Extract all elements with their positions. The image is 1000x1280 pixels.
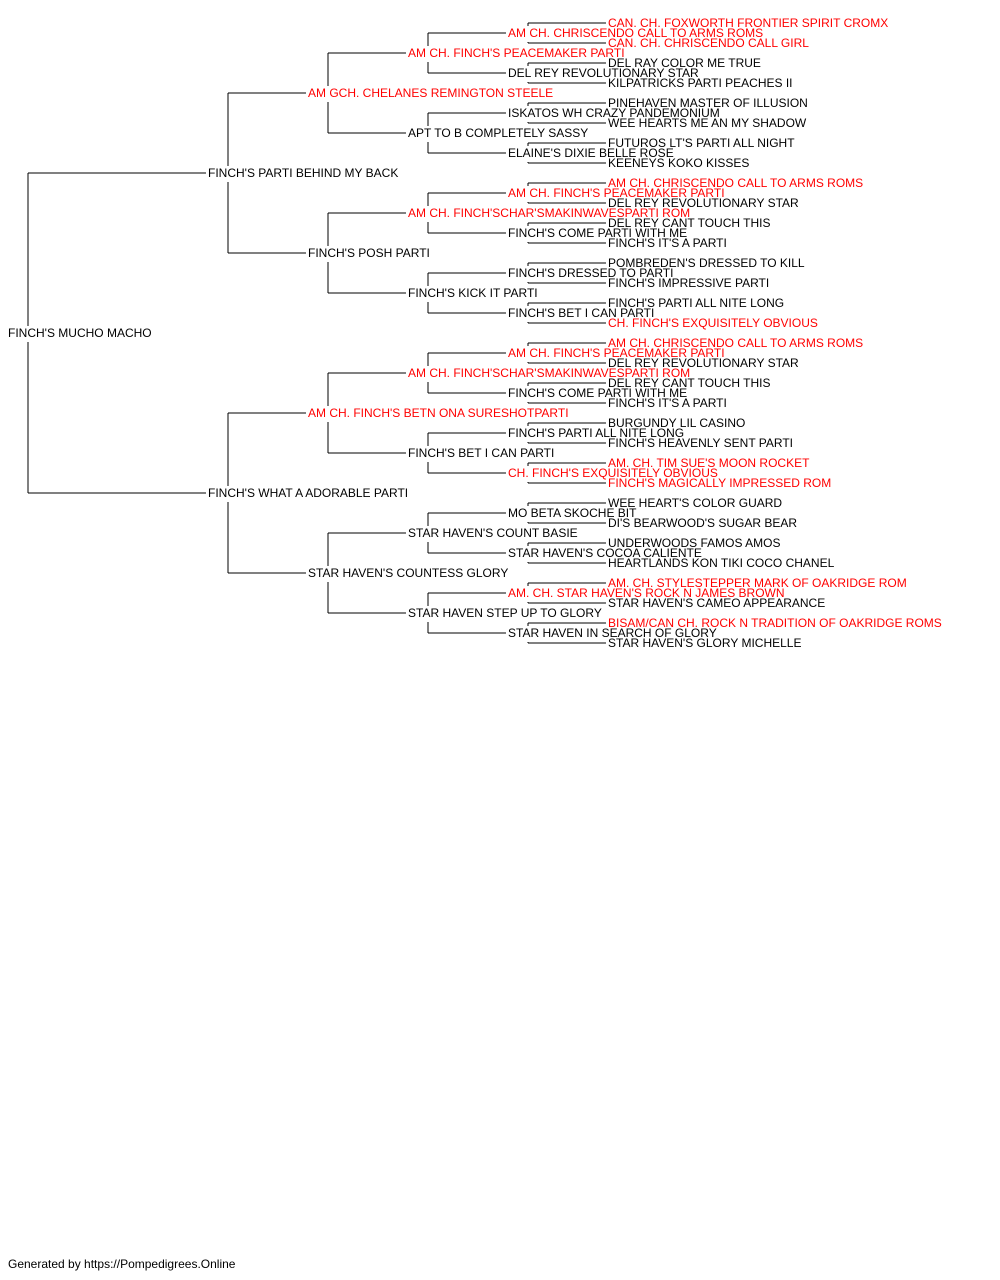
gen4-ancestor-name: AM. CH. STAR HAVEN'S ROCK N JAMES BROWN [508, 586, 785, 600]
gen5-ancestor-name: AM CH. CHRISCENDO CALL TO ARMS ROMS [608, 176, 863, 190]
gen4-ancestor-name: STAR HAVEN IN SEARCH OF GLORY [508, 626, 717, 640]
great-grandparent-name: APT TO B COMPLETELY SASSY [408, 126, 588, 140]
gen5-ancestor-name: WEE HEARTS ME AN MY SHADOW [608, 116, 807, 130]
subject-name: FINCH'S MUCHO MACHO [8, 326, 152, 340]
gen5-ancestor-name: FINCH'S IT'S A PARTI [608, 396, 727, 410]
gen5-ancestor-name: WEE HEART'S COLOR GUARD [608, 496, 782, 510]
gen4-ancestor-name: MO BETA SKOCHE BIT [508, 506, 637, 520]
gen4-ancestor-name: ISKATOS WH CRAZY PANDEMONIUM [508, 106, 720, 120]
gen5-ancestor-name: FINCH'S PARTI ALL NITE LONG [608, 296, 784, 310]
gen5-ancestor-name: FINCH'S HEAVENLY SENT PARTI [608, 436, 793, 450]
gen5-ancestor-name: BURGUNDY LIL CASINO [608, 416, 745, 430]
great-grandparent-name: AM CH. FINCH'S PEACEMAKER PARTI [408, 46, 625, 60]
gen5-ancestor-name: POMBREDEN'S DRESSED TO KILL [608, 256, 805, 270]
gen5-ancestor-name: DEL REY REVOLUTIONARY STAR [608, 356, 799, 370]
gen5-ancestor-name: HEARTLANDS KON TIKI COCO CHANEL [608, 556, 835, 570]
gen5-ancestor-name: AM. CH. TIM SUE'S MOON ROCKET [608, 456, 810, 470]
great-grandparent-name: STAR HAVEN STEP UP TO GLORY [408, 606, 602, 620]
gen4-ancestor-name: AM CH. FINCH'S PEACEMAKER PARTI [508, 346, 725, 360]
gen4-ancestor-name: FINCH'S BET I CAN PARTI [508, 306, 654, 320]
gen5-ancestor-name: PINEHAVEN MASTER OF ILLUSION [608, 96, 808, 110]
grandparent-name: AM GCH. CHELANES REMINGTON STEELE [308, 86, 553, 100]
grandparent-name: AM CH. FINCH'S BETN ONA SURESHOTPARTI [308, 406, 569, 420]
gen5-ancestor-name: BISAM/CAN CH. ROCK N TRADITION OF OAKRID… [608, 616, 942, 630]
gen4-ancestor-name: AM CH. FINCH'S PEACEMAKER PARTI [508, 186, 725, 200]
parent-name: FINCH'S PARTI BEHIND MY BACK [208, 166, 398, 180]
gen5-ancestor-name: CAN. CH. CHRISCENDO CALL GIRL [608, 36, 809, 50]
gen5-ancestor-name: KILPATRICKS PARTI PEACHES II [608, 76, 793, 90]
gen4-ancestor-name: AM CH. CHRISCENDO CALL TO ARMS ROMS [508, 26, 763, 40]
gen5-ancestor-name: DEL REY CANT TOUCH THIS [608, 216, 771, 230]
gen4-ancestor-name: ELAINE'S DIXIE BELLE ROSE [508, 146, 674, 160]
great-grandparent-name: AM CH. FINCH'SCHAR'SMAKINWAVESPARTI ROM [408, 206, 690, 220]
gen4-ancestor-name: FINCH'S COME PARTI WITH ME [508, 386, 687, 400]
gen5-ancestor-name: AM. CH. STYLESTEPPER MARK OF OAKRIDGE RO… [608, 576, 907, 590]
gen5-ancestor-name: DI'S BEARWOOD'S SUGAR BEAR [608, 516, 797, 530]
grandparent-name: FINCH'S POSH PARTI [308, 246, 430, 260]
gen5-ancestor-name: DEL RAY COLOR ME TRUE [608, 56, 761, 70]
gen4-ancestor-name: DEL REY REVOLUTIONARY STAR [508, 66, 699, 80]
great-grandparent-name: STAR HAVEN'S COUNT BASIE [408, 526, 578, 540]
gen5-ancestor-name: FINCH'S IMPRESSIVE PARTI [608, 276, 769, 290]
gen4-ancestor-name: CH. FINCH'S EXQUISITELY OBVIOUS [508, 466, 718, 480]
footer-credit: Generated by https://Pompedigrees.Online [8, 1257, 236, 1271]
gen5-ancestor-name: DEL REY CANT TOUCH THIS [608, 376, 771, 390]
parent-name: FINCH'S WHAT A ADORABLE PARTI [208, 486, 408, 500]
gen4-ancestor-name: FINCH'S DRESSED TO PARTI [508, 266, 673, 280]
gen5-ancestor-name: AM CH. CHRISCENDO CALL TO ARMS ROMS [608, 336, 863, 350]
gen5-ancestor-name: FUTUROS LT'S PARTI ALL NIGHT [608, 136, 795, 150]
gen4-ancestor-name: FINCH'S COME PARTI WITH ME [508, 226, 687, 240]
gen4-ancestor-name: FINCH'S PARTI ALL NITE LONG [508, 426, 684, 440]
great-grandparent-name: FINCH'S BET I CAN PARTI [408, 446, 554, 460]
gen5-ancestor-name: KEENEYS KOKO KISSES [608, 156, 749, 170]
gen5-ancestor-name: DEL REY REVOLUTIONARY STAR [608, 196, 799, 210]
gen5-ancestor-name: FINCH'S IT'S A PARTI [608, 236, 727, 250]
gen5-ancestor-name: UNDERWOODS FAMOS AMOS [608, 536, 780, 550]
grandparent-name: STAR HAVEN'S COUNTESS GLORY [308, 566, 508, 580]
gen4-ancestor-name: STAR HAVEN'S COCOA CALIENTE [508, 546, 702, 560]
gen5-ancestor-name: STAR HAVEN'S GLORY MICHELLE [608, 636, 801, 650]
great-grandparent-name: AM CH. FINCH'SCHAR'SMAKINWAVESPARTI ROM [408, 366, 690, 380]
great-grandparent-name: FINCH'S KICK IT PARTI [408, 286, 538, 300]
gen5-ancestor-name: FINCH'S MAGICALLY IMPRESSED ROM [608, 476, 831, 490]
gen5-ancestor-name: CH. FINCH'S EXQUISITELY OBVIOUS [608, 316, 818, 330]
gen5-ancestor-name: STAR HAVEN'S CAMEO APPEARANCE [608, 596, 825, 610]
gen5-ancestor-name: CAN. CH. FOXWORTH FRONTIER SPIRIT CROMX [608, 16, 888, 30]
